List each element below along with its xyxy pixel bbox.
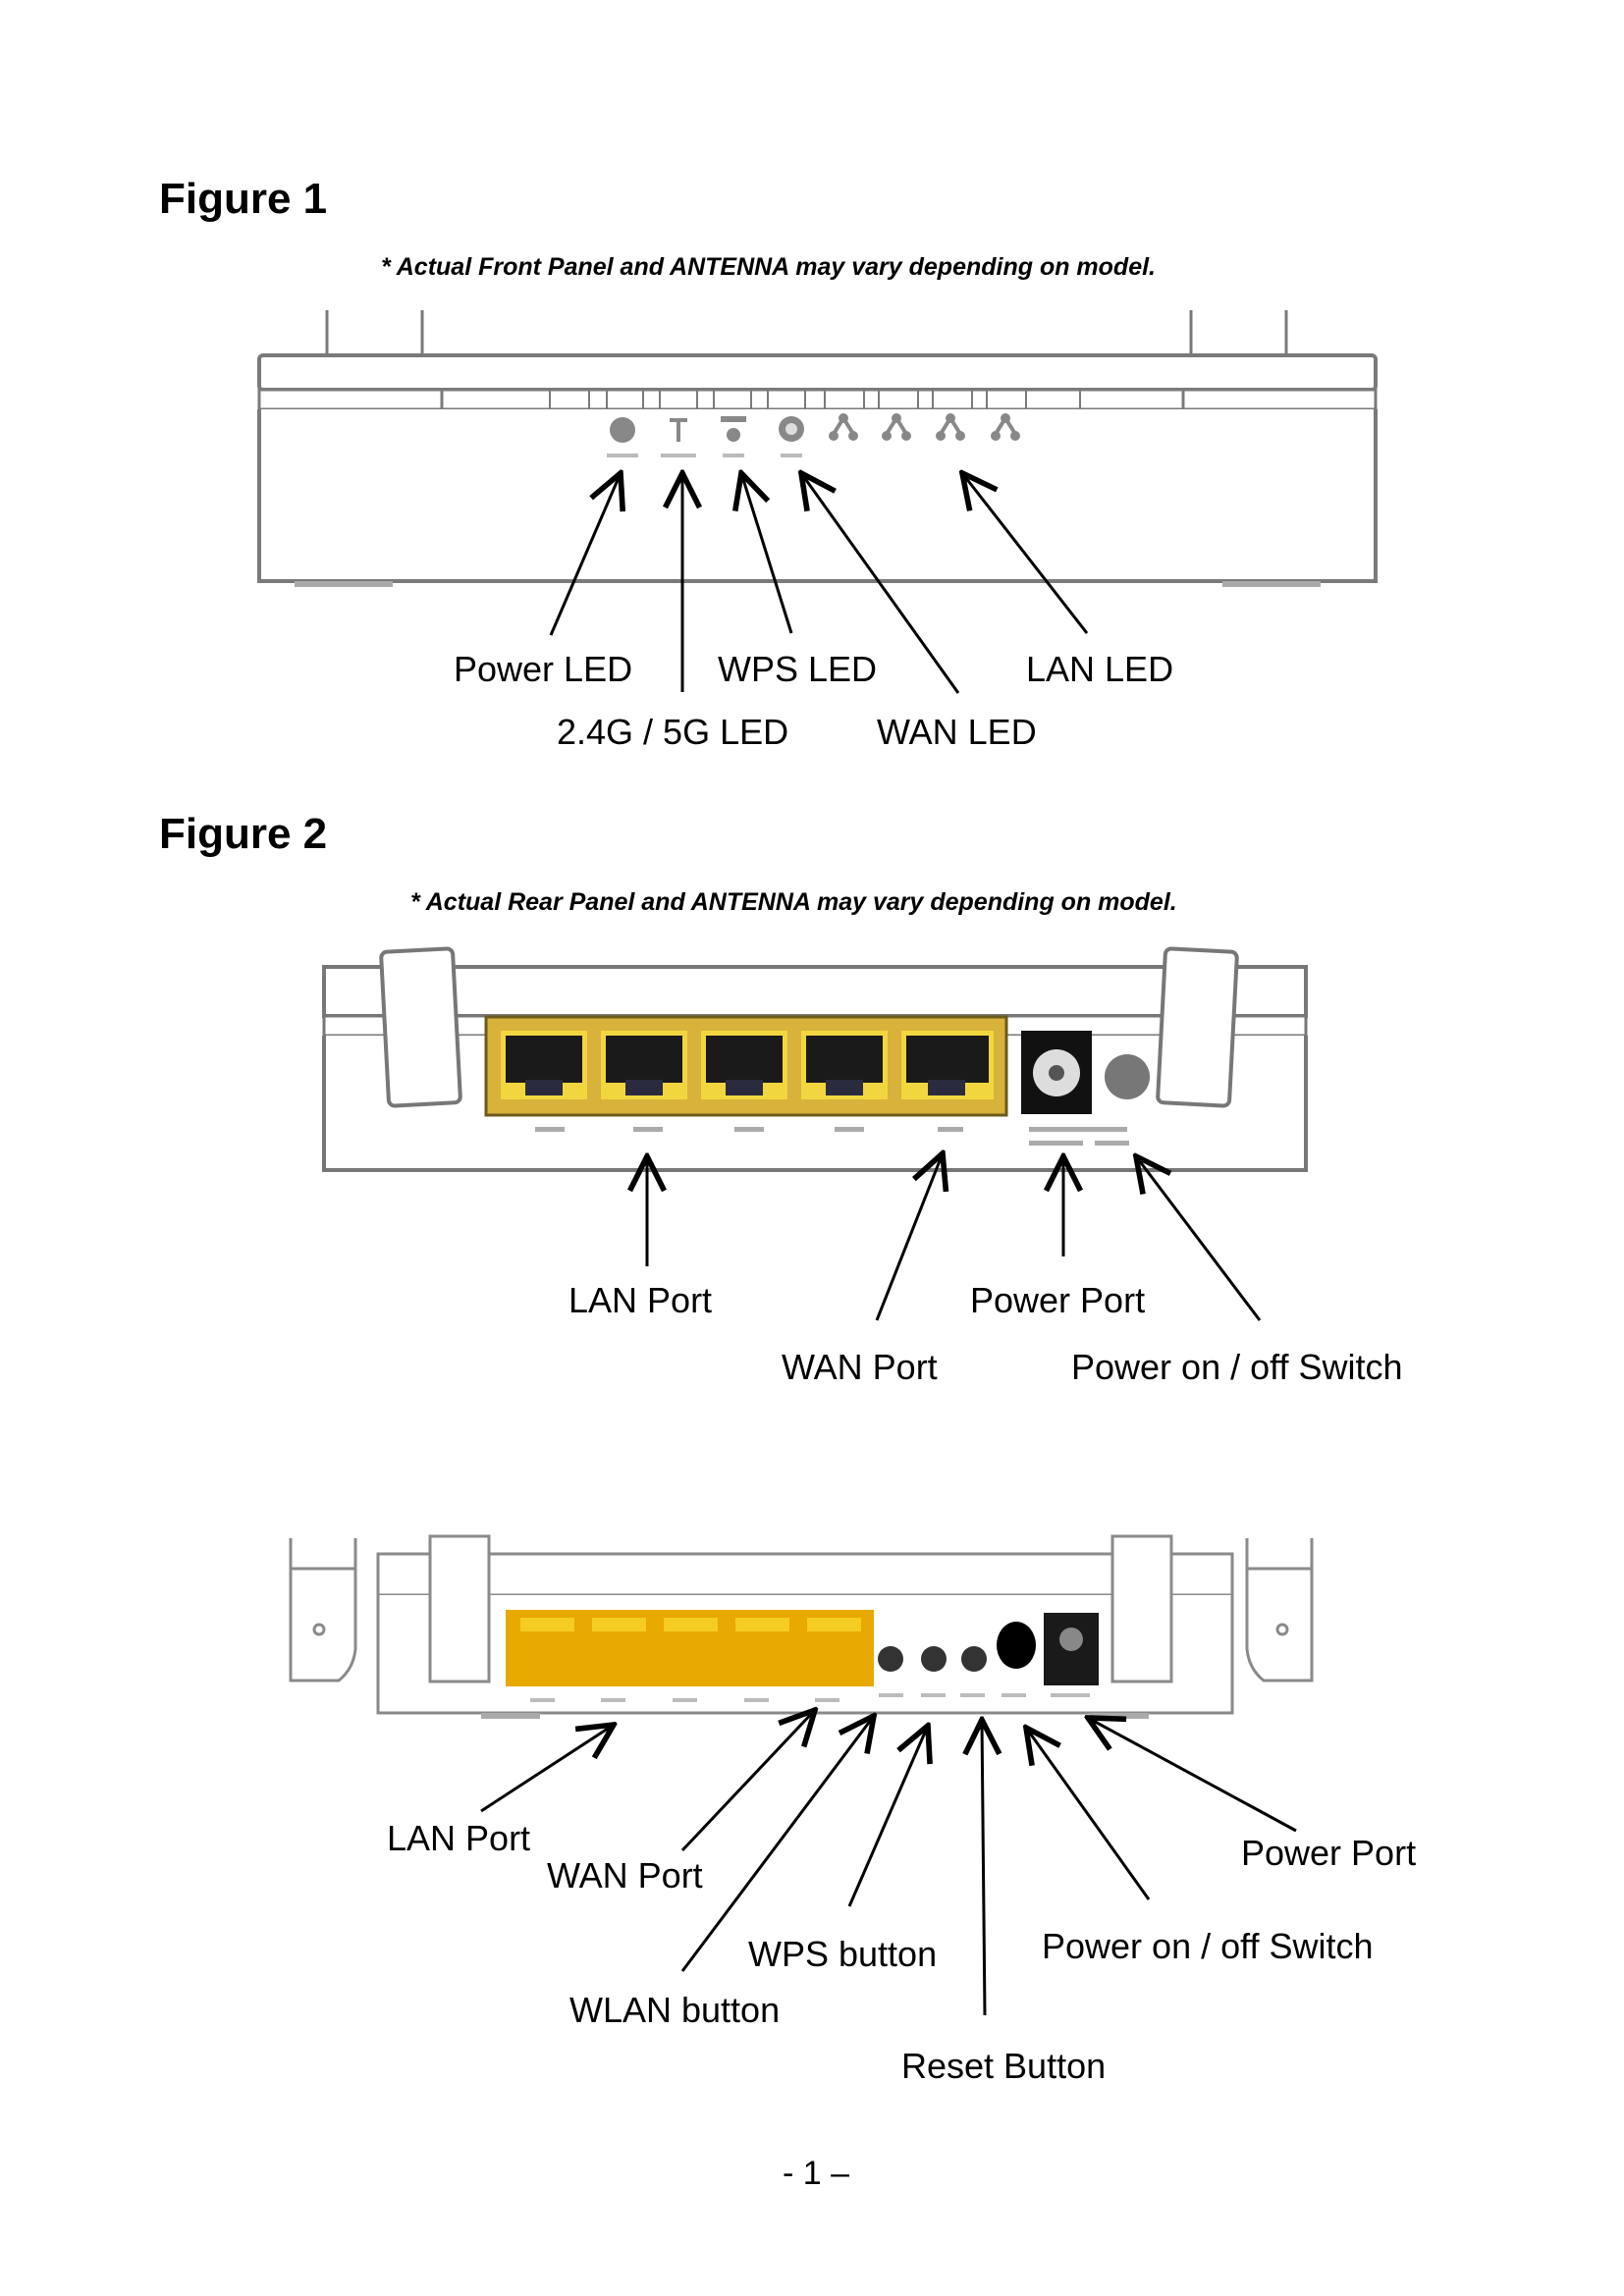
label-power-switch-alt: Power on / off Switch <box>1042 1926 1374 1966</box>
lan-icon <box>829 413 858 441</box>
lan-icon <box>882 413 911 441</box>
lan-port-icon <box>601 1031 687 1099</box>
label-lan-led: LAN LED <box>1026 649 1174 689</box>
lan-icon <box>936 413 965 441</box>
label-wan-led: WAN LED <box>877 712 1037 752</box>
wan-globe-icon <box>779 416 804 442</box>
arrow-wan-port <box>875 1153 943 1321</box>
lan-icon <box>991 413 1020 441</box>
arrow-power-port-alt <box>1088 1718 1297 1833</box>
reset-button-icon <box>961 1646 987 1672</box>
lan-port-icon <box>801 1031 888 1099</box>
power-switch-icon <box>1105 1054 1150 1099</box>
lan-port-icon <box>501 1031 587 1099</box>
power-switch-icon <box>997 1622 1036 1669</box>
arrow-wan-port-alt <box>680 1710 815 1852</box>
label-lan-port-alt: LAN Port <box>387 1818 531 1858</box>
arrow-reset-button <box>982 1720 985 2016</box>
front-panel-router <box>257 310 1378 587</box>
label-power-switch: Power on / off Switch <box>1071 1347 1403 1387</box>
label-power-port: Power Port <box>970 1280 1146 1320</box>
arrow-wan-led <box>801 473 960 694</box>
label-wps-led: WPS LED <box>718 649 878 689</box>
power-icon <box>610 417 635 443</box>
wlan-button-icon <box>878 1646 903 1672</box>
arrow-lan-led <box>962 473 1089 634</box>
arrow-wps-led <box>741 473 793 634</box>
page-number: - 1 – <box>783 2155 850 2192</box>
wan-port-icon <box>901 1031 994 1099</box>
label-wlan-button: WLAN button <box>569 1990 781 2030</box>
label-lan-port: LAN Port <box>568 1280 713 1320</box>
label-power-led: Power LED <box>454 649 633 689</box>
label-wps-button: WPS button <box>748 1934 938 1974</box>
power-port-icon <box>1044 1613 1099 1685</box>
figure-2-title: Figure 2 <box>159 810 328 858</box>
label-power-port-alt: Power Port <box>1241 1833 1417 1873</box>
label-wan-port-alt: WAN Port <box>547 1855 703 1896</box>
arrow-power-switch-alt <box>1026 1728 1151 1900</box>
figure-1-title: Figure 1 <box>159 175 328 223</box>
power-port-icon <box>1021 1031 1092 1114</box>
wifi-antenna-icon <box>670 418 687 442</box>
figure-2-note: * Actual Rear Panel and ANTENNA may vary… <box>410 888 1177 916</box>
arrow-power-led <box>549 473 621 636</box>
figure-1-note: * Actual Front Panel and ANTENNA may var… <box>381 253 1157 281</box>
rear-panel-alt-ports <box>506 1610 1099 1702</box>
rear-panel-ports <box>501 1031 1150 1146</box>
wps-icon <box>721 416 746 442</box>
lan-port-icon <box>701 1031 787 1099</box>
arrow-power-switch <box>1136 1156 1262 1321</box>
label-wifi-led: 2.4G / 5G LED <box>557 712 789 752</box>
arrow-wps-button <box>847 1726 928 1907</box>
label-reset-button: Reset Button <box>901 2046 1107 2086</box>
wps-button-icon <box>921 1646 947 1672</box>
arrow-lan-port-alt <box>480 1725 614 1813</box>
arrow-wlan-button <box>680 1716 874 1972</box>
label-wan-port: WAN Port <box>782 1347 938 1387</box>
